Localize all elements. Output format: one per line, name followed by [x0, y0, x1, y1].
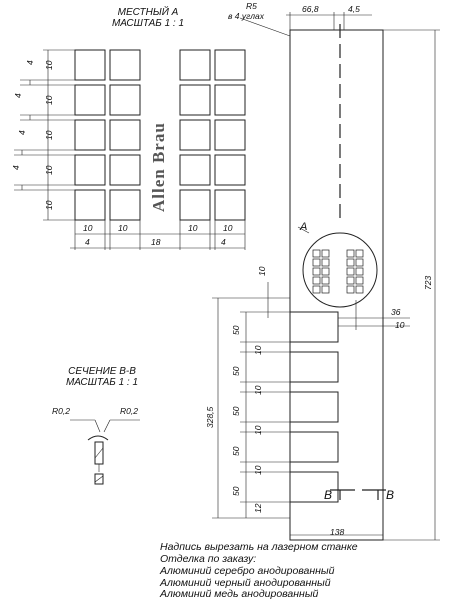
section-letter-right: В — [386, 488, 395, 502]
section-radius-right: R0,2 — [120, 406, 138, 416]
section-bb-sketch — [70, 419, 140, 485]
grid-cell — [179, 154, 211, 186]
dim-group-width: 138 — [330, 527, 345, 537]
grid-cell — [179, 84, 211, 116]
dim-gap: 4 — [25, 60, 35, 65]
dim-slot-width: 4,5 — [348, 4, 360, 14]
grid-cell — [179, 119, 211, 151]
dim-window-height: 50 — [231, 446, 241, 456]
window — [289, 471, 339, 503]
grid-cell — [74, 49, 106, 81]
dim-cell-width: 10 — [83, 223, 93, 233]
grid-cell — [179, 189, 211, 221]
note-line: Надпись вырезать на лазерном станке — [160, 541, 358, 553]
window — [289, 311, 339, 343]
view-a-scale: МАСШТАБ 1 : 1 — [111, 18, 185, 29]
grid-cell — [214, 189, 246, 221]
grid-cell — [214, 119, 246, 151]
dim-window-height: 50 — [231, 325, 241, 335]
dim-gap-top: 10 — [257, 266, 267, 276]
grid-cell — [109, 49, 141, 81]
note-line: Алюминий черный анодированный — [160, 577, 331, 589]
dim-corner-note: в 4 углах — [228, 11, 265, 21]
dim-mid: 18 — [151, 237, 161, 247]
dim-cell-height: 10 — [44, 60, 54, 70]
section-cut-marks — [330, 489, 386, 500]
dim-top-width: 66,8 — [302, 4, 319, 14]
grid-cell — [109, 154, 141, 186]
dim-window-gap: 10 — [253, 385, 263, 395]
dim-window-height: 50 — [231, 486, 241, 496]
dim-gap: 4 — [221, 237, 226, 247]
window — [289, 431, 339, 463]
logo-text: Allen Brau — [149, 122, 168, 212]
grid-cell — [74, 189, 106, 221]
grid-cell — [109, 189, 141, 221]
grid-cell — [214, 84, 246, 116]
dim-corner-radius: R5 — [246, 1, 257, 11]
grid-cell — [74, 84, 106, 116]
main-plate — [212, 12, 440, 541]
dim-gap-right: 10 — [395, 320, 405, 330]
dim-group-height: 328,5 — [205, 406, 215, 428]
grid-cell — [74, 119, 106, 151]
detail-a-marker-circle — [302, 232, 378, 308]
dim-offset-right: 36 — [391, 307, 401, 317]
dim-window-gap: 10 — [253, 465, 263, 475]
dim-window-height: 50 — [231, 366, 241, 376]
section-bb-title: СЕЧЕНИЕ В-В — [68, 366, 136, 377]
dim-total-height: 723 — [423, 275, 433, 290]
dim-cell-width: 10 — [118, 223, 128, 233]
note-line: Алюминий серебро анодированный — [160, 565, 335, 577]
dim-cell-height: 10 — [44, 130, 54, 140]
view-a-title: МЕСТНЫЙ А — [117, 7, 179, 18]
section-letter-left: В — [324, 488, 333, 502]
window — [289, 391, 339, 423]
window-group — [289, 311, 339, 503]
grid-cell — [214, 49, 246, 81]
dim-cell-height: 10 — [44, 200, 54, 210]
dim-bottom-gap: 12 — [253, 503, 263, 513]
section-radius-left: R0,2 — [52, 406, 70, 416]
dim-window-gap: 10 — [253, 345, 263, 355]
note-line: Отделка по заказу: — [160, 553, 257, 565]
grid-cell — [214, 154, 246, 186]
dim-gap: 4 — [13, 93, 23, 98]
note-line: Алюминий медь анодированный — [160, 588, 319, 600]
plate-outline — [289, 29, 384, 541]
dim-cell-width: 10 — [188, 223, 198, 233]
detail-a-bottom-dims — [70, 220, 246, 250]
grid-cell — [109, 84, 141, 116]
dim-gap: 4 — [17, 130, 27, 135]
dim-cell-width: 10 — [223, 223, 233, 233]
dim-window-gap: 10 — [253, 425, 263, 435]
detail-a-left-dims — [14, 49, 75, 221]
grid-cell — [74, 154, 106, 186]
detail-a-grid — [74, 49, 246, 221]
view-a-marker: А — [300, 221, 308, 233]
dim-gap: 4 — [85, 237, 90, 247]
grid-cell — [179, 49, 211, 81]
dim-cell-height: 10 — [44, 95, 54, 105]
window — [289, 351, 339, 383]
dim-window-height: 50 — [231, 406, 241, 416]
dim-cell-height: 10 — [44, 165, 54, 175]
dim-gap: 4 — [11, 165, 21, 170]
section-bb-scale: МАСШТАБ 1 : 1 — [65, 377, 139, 388]
grid-cell — [109, 119, 141, 151]
